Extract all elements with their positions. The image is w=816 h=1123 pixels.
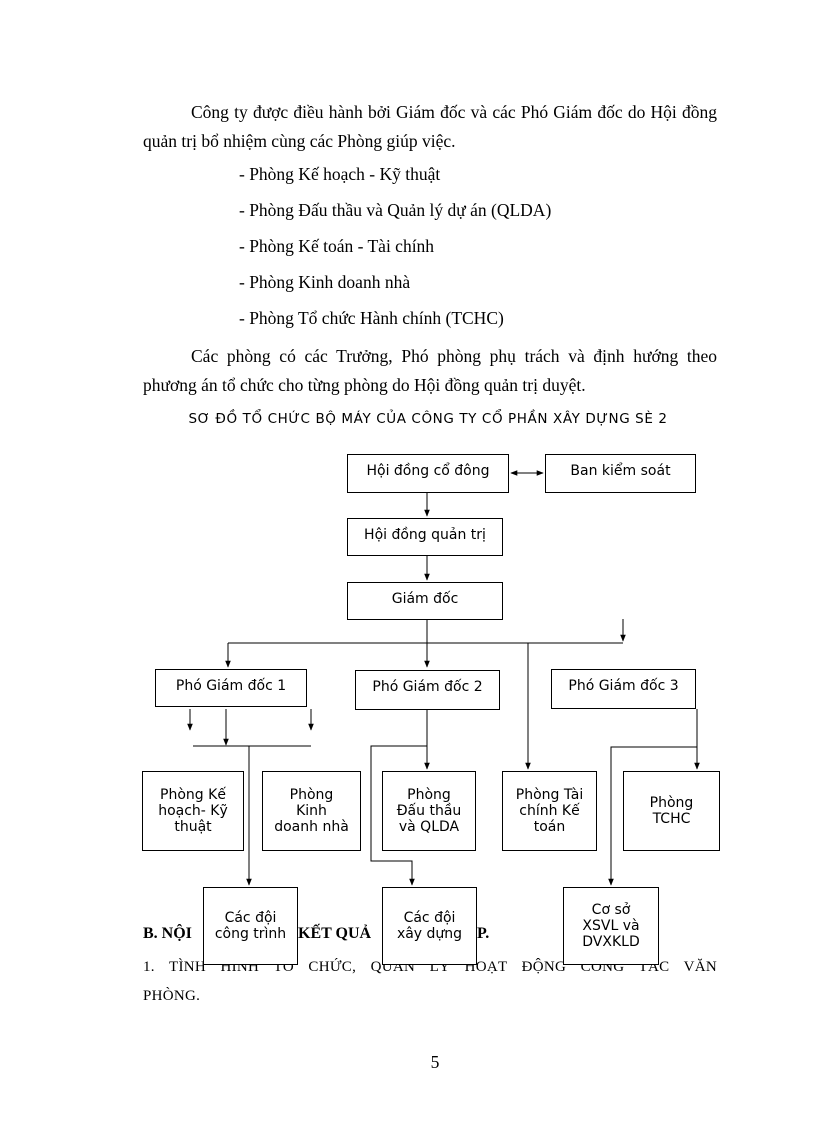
list-item: - Phòng Kinh doanh nhà bbox=[239, 272, 411, 292]
intro-paragraph-1: Công ty được điều hành bởi Giám đốc và c… bbox=[143, 102, 717, 151]
box-bidding-dept: Phòng Đấu thầu và QLDA bbox=[382, 771, 476, 851]
box-shareholders: Hội đồng cổ đông bbox=[347, 454, 509, 493]
box-deputy-1: Phó Giám đốc 1 bbox=[155, 669, 307, 707]
box-deputy-3: Phó Giám đốc 3 bbox=[551, 669, 696, 709]
intro-paragraph-2: Các phòng có các Trưởng, Phó phòng phụ t… bbox=[143, 346, 717, 395]
box-admin-dept: Phòng TCHC bbox=[623, 771, 720, 851]
box-housing-dept: Phòng Kinh doanh nhà bbox=[262, 771, 361, 851]
section-heading-end: P. bbox=[477, 925, 490, 942]
box-production-base: Cơ sở XSVL và DVXKLD bbox=[563, 887, 659, 965]
box-supervisory: Ban kiểm soát bbox=[545, 454, 696, 493]
page-number: 5 bbox=[430, 1052, 440, 1072]
box-construction-teams: Các đội công trình bbox=[203, 887, 298, 965]
box-board: Hội đồng quản trị bbox=[347, 518, 503, 556]
section-heading-left: B. NỘI bbox=[143, 925, 192, 942]
box-building-teams: Các đội xây dựng bbox=[382, 887, 477, 965]
list-item: - Phòng Tổ chức Hành chính (TCHC) bbox=[239, 308, 504, 328]
section-heading: B. NỘI KẾT QUẢ P. bbox=[143, 925, 489, 943]
section-heading-right: KẾT QUẢ bbox=[298, 925, 372, 942]
section-subheading-cont: PHÒNG. bbox=[143, 988, 201, 1004]
box-finance-dept: Phòng Tài chính Kế toán bbox=[502, 771, 597, 851]
list-item: - Phòng Đấu thầu và Quản lý dự án (QLDA) bbox=[239, 200, 552, 220]
list-item: - Phòng Kế toán - Tài chính bbox=[239, 236, 435, 256]
box-director: Giám đốc bbox=[347, 582, 503, 620]
box-planning-dept: Phòng Kế hoạch- Kỹ thuật bbox=[142, 771, 244, 851]
chart-title: SƠ ĐỒ TỔ CHỨC BỘ MÁY CỦA CÔNG TY CỔ PHẦN… bbox=[188, 411, 668, 427]
box-deputy-2: Phó Giám đốc 2 bbox=[355, 670, 500, 710]
list-item: - Phòng Kế hoạch - Kỹ thuật bbox=[239, 164, 441, 184]
